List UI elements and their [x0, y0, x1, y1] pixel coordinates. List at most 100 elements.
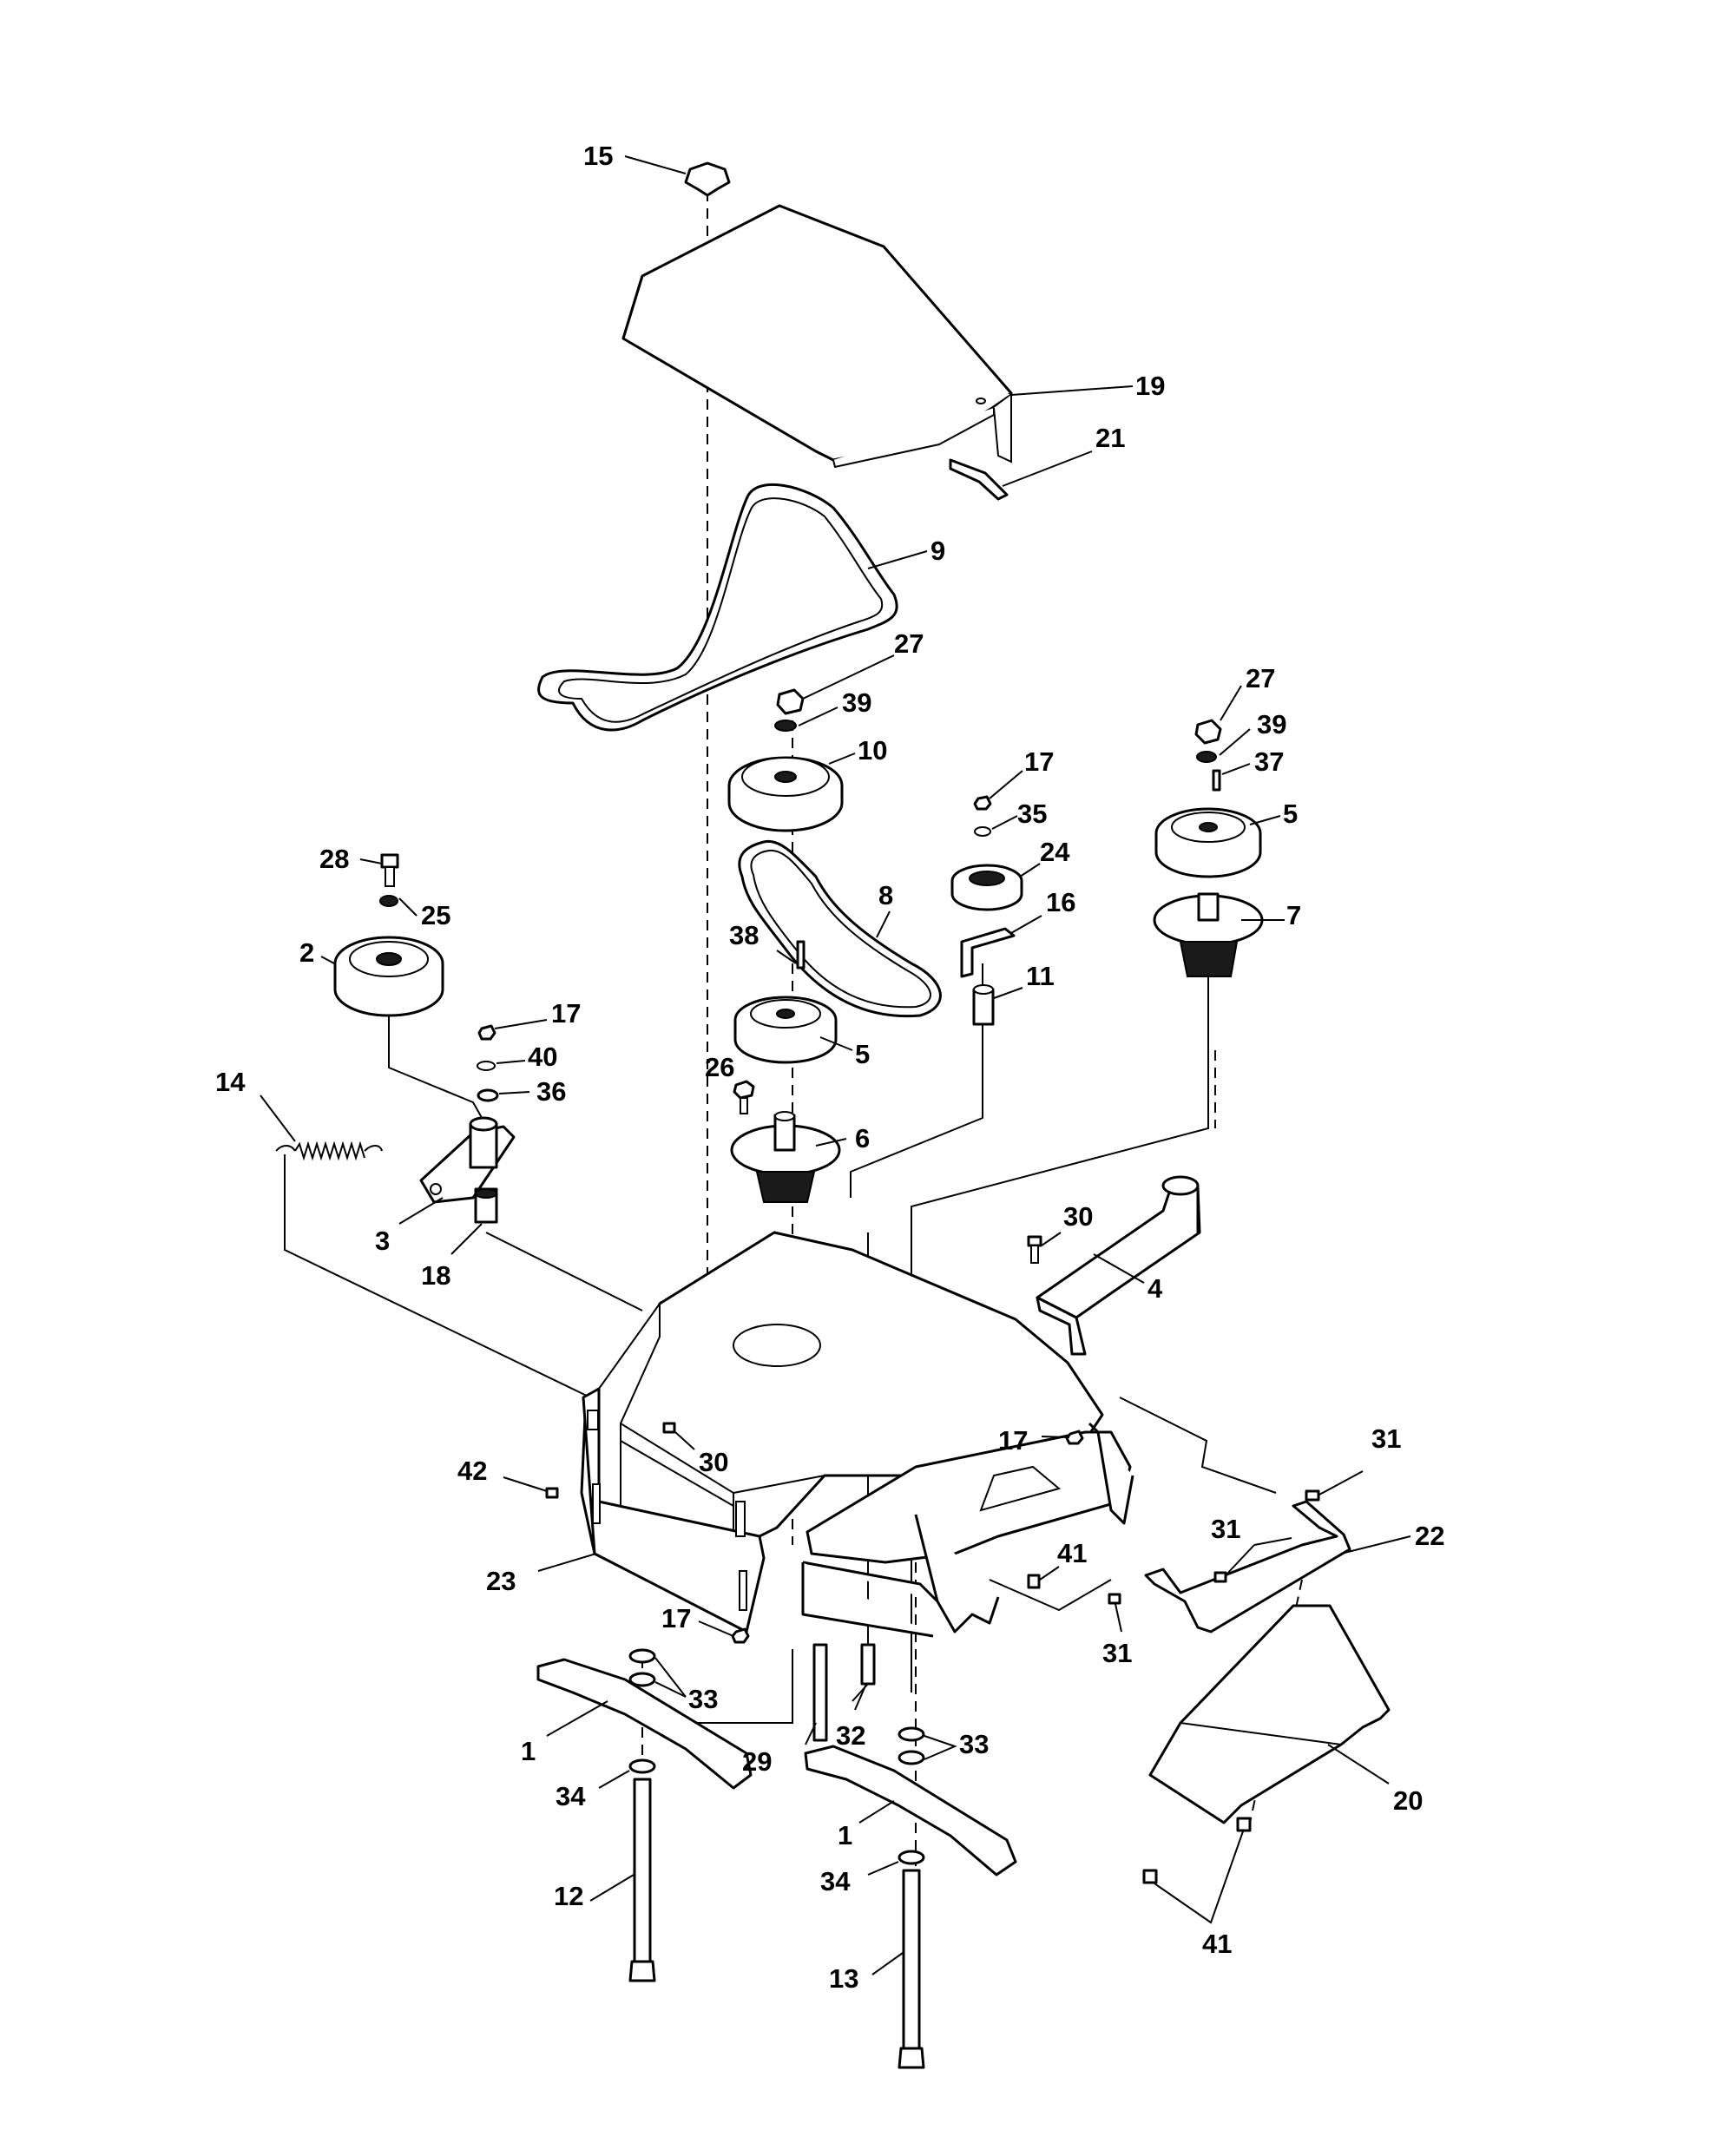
callout-35: 35	[1017, 799, 1047, 829]
part-22-bracket	[1144, 1500, 1411, 1633]
part-14-spring	[260, 1094, 383, 1161]
part-13-blade-bolt-right	[871, 1869, 925, 2069]
callout-14: 14	[215, 1067, 246, 1097]
part-9-upper-belt	[537, 483, 928, 732]
part-23-deck-housing	[537, 1231, 1104, 1572]
callout-37: 37	[1254, 746, 1284, 777]
callout-2: 2	[299, 937, 314, 968]
callout-10: 10	[858, 735, 887, 766]
part-30-bolt-arm	[1027, 1232, 1062, 1264]
part-1-blade-right	[804, 1745, 1017, 1877]
part-8-lower-belt	[738, 839, 942, 1018]
part-35-washer	[974, 815, 1018, 837]
callout-39-center: 39	[842, 687, 871, 718]
deck-left-wall	[582, 1387, 766, 1633]
callout-11: 11	[1026, 961, 1055, 991]
part-31-bolt-b	[1213, 1537, 1292, 1583]
callout-9: 9	[930, 536, 945, 566]
part-18-bushing	[450, 1187, 498, 1255]
callout-13: 13	[829, 1963, 858, 1994]
callout-8: 8	[878, 880, 893, 910]
callout-21: 21	[1095, 423, 1125, 453]
part-33-washers-right	[898, 1726, 957, 1765]
part-17-nut-lower	[698, 1620, 750, 1644]
callout-labels: 15 19 21 9 27 39 10 27 39 37 17 35 5 24 …	[215, 141, 1444, 1994]
part-7-spindle	[1153, 892, 1285, 977]
part-23-discharge-chute	[801, 1422, 1134, 1638]
part-24-idler-pulley	[950, 863, 1041, 911]
part-29-bolt	[805, 1643, 828, 1745]
callout-16: 16	[1046, 887, 1075, 917]
callout-42: 42	[457, 1456, 487, 1486]
callout-18: 18	[421, 1260, 450, 1291]
callout-12: 12	[554, 1881, 583, 1911]
part-19-belt-cover	[621, 204, 1134, 469]
part-32-bolt	[854, 1643, 876, 1711]
part-10-pulley	[727, 753, 856, 832]
part-11-spacer	[972, 984, 1023, 1026]
callout-5-center: 5	[855, 1039, 870, 1069]
part-33-washers-left	[628, 1648, 687, 1698]
callout-17-arm: 17	[551, 998, 581, 1029]
callout-34-left: 34	[556, 1781, 586, 1811]
part-42-bolt	[503, 1476, 559, 1499]
callout-33-left: 33	[688, 1684, 718, 1714]
part-2-idler-pulley	[320, 936, 444, 1017]
callout-27-center: 27	[894, 628, 924, 659]
callout-20: 20	[1393, 1785, 1423, 1816]
callout-33-right: 33	[959, 1729, 989, 1759]
callout-30-arm: 30	[1063, 1201, 1093, 1232]
callout-30-deck: 30	[699, 1447, 728, 1477]
callout-28: 28	[319, 844, 349, 874]
callout-32: 32	[836, 1720, 865, 1751]
part-17-nut-arm	[477, 1019, 548, 1041]
part-5-pulley-right	[1154, 807, 1281, 878]
part-31-bolt-c	[1108, 1593, 1122, 1633]
part-17-nut-deck	[1041, 1430, 1084, 1445]
part-28-bolt	[359, 853, 399, 887]
part-3-idler-arm	[398, 1116, 516, 1225]
callout-26: 26	[705, 1052, 734, 1082]
callout-36: 36	[536, 1076, 566, 1107]
part-39-washer-center	[774, 707, 838, 732]
callout-3: 3	[375, 1226, 390, 1256]
callout-17-lower: 17	[661, 1603, 691, 1633]
callout-31-mid: 31	[1211, 1514, 1240, 1544]
part-38-key	[776, 940, 806, 970]
callout-23: 23	[486, 1566, 516, 1596]
callout-1-left: 1	[521, 1736, 536, 1766]
part-16-bracket	[960, 915, 1042, 978]
part-4-deck-arm	[1036, 1175, 1201, 1356]
part-41-nut-deck	[1027, 1566, 1060, 1589]
part-26-bolt	[733, 1080, 755, 1114]
callout-5-right: 5	[1283, 799, 1298, 829]
callout-19: 19	[1135, 371, 1165, 401]
callout-24: 24	[1040, 837, 1070, 867]
callout-6: 6	[855, 1123, 870, 1154]
part-39-washer-right	[1196, 728, 1251, 763]
callout-31-low: 31	[1102, 1638, 1132, 1668]
part-34-washer-left	[598, 1758, 656, 1789]
part-21-key	[949, 450, 1093, 501]
part-6-spindle	[730, 1111, 847, 1203]
callout-31-top: 31	[1371, 1423, 1401, 1454]
callout-38: 38	[729, 920, 759, 950]
callout-17-deck: 17	[998, 1425, 1028, 1456]
part-27-nut-center	[776, 654, 895, 715]
part-27-nut-right	[1194, 685, 1242, 745]
callout-29: 29	[742, 1746, 772, 1777]
part-20-discharge-deflector	[1148, 1604, 1391, 1824]
part-5-pulley-center	[733, 996, 853, 1064]
callout-34-right: 34	[820, 1866, 851, 1896]
callout-41-deck: 41	[1057, 1538, 1087, 1568]
callout-1-right: 1	[838, 1820, 852, 1850]
part-36-washer	[477, 1088, 530, 1102]
callout-39-right: 39	[1257, 709, 1286, 739]
callout-27-right: 27	[1246, 663, 1275, 693]
part-31-bolt-a	[1305, 1470, 1364, 1502]
part-40-lockwasher	[477, 1060, 526, 1071]
part-12-blade-bolt-left	[589, 1778, 656, 1982]
part-30-bolt-deck	[662, 1422, 695, 1450]
part-34-washer-right	[867, 1850, 925, 1876]
